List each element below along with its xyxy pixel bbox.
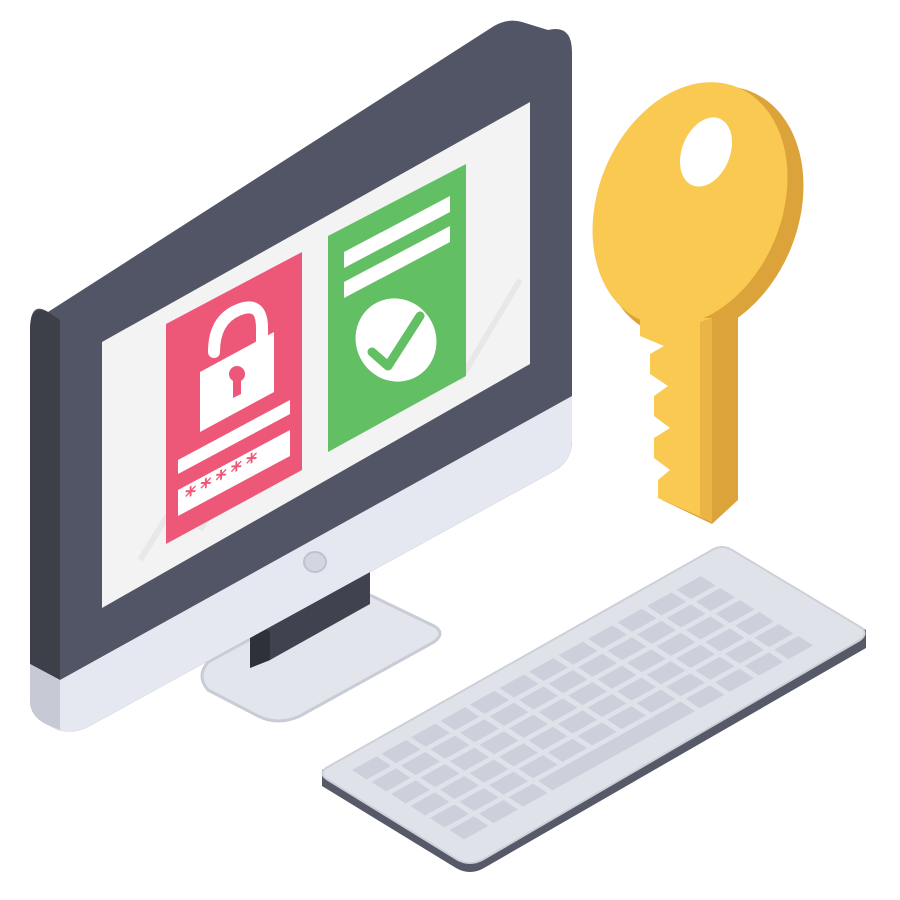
keyboard-key xyxy=(449,816,489,840)
keyboard-keys xyxy=(352,576,813,840)
keyboard-key xyxy=(774,636,813,660)
keyboard-key xyxy=(381,740,421,764)
password-underline xyxy=(178,400,290,474)
keyboard-key xyxy=(352,756,391,780)
keyboard-key xyxy=(450,747,489,771)
key-icon xyxy=(592,82,804,524)
keyboard-key xyxy=(744,652,784,676)
keyboard-key xyxy=(548,670,588,694)
keyboard-key xyxy=(499,743,538,767)
keyboard-key xyxy=(518,755,558,779)
keyboard-key xyxy=(695,656,735,680)
keyboard-key xyxy=(558,710,597,734)
keyboard-key xyxy=(686,616,725,640)
keyboard-key xyxy=(627,649,666,673)
monitor-power-button xyxy=(303,551,327,573)
keyboard-key xyxy=(410,792,450,816)
keyboard-key xyxy=(459,788,499,812)
keyboard-key xyxy=(440,776,479,800)
keyboard-key xyxy=(666,604,706,628)
keyboard-key xyxy=(735,612,774,636)
keyboard-key xyxy=(371,768,411,792)
keyboard-key xyxy=(715,668,754,692)
keyboard-key xyxy=(607,706,646,730)
keyboard-key xyxy=(587,694,627,718)
keyboard-key xyxy=(696,588,735,612)
keyboard-key xyxy=(470,690,509,714)
keyboard-key xyxy=(725,640,764,664)
keyboard-key xyxy=(637,620,676,644)
keyboard-key xyxy=(754,624,794,648)
keyboard-key xyxy=(479,800,518,824)
keyboard-key xyxy=(646,661,686,685)
keyboard-key xyxy=(509,714,548,738)
keyboard-key xyxy=(519,686,558,710)
keyboard-key xyxy=(499,674,539,698)
keyboard-key xyxy=(401,752,440,776)
keyboard-key xyxy=(617,677,656,701)
success-panel xyxy=(328,164,466,452)
keyboard-key xyxy=(538,698,578,722)
key-hole xyxy=(679,117,733,187)
keyboard-key xyxy=(647,592,686,616)
checkmark-icon xyxy=(355,298,437,382)
keyboard-key xyxy=(469,759,509,783)
keyboard-key xyxy=(676,644,715,668)
keyboard-key xyxy=(391,780,430,804)
keyboard-key xyxy=(440,707,480,731)
keyboard-key xyxy=(489,771,528,795)
keyboard-key xyxy=(479,731,519,755)
keyboard-key xyxy=(715,600,755,624)
keyboard-key xyxy=(568,682,607,706)
keyboard xyxy=(321,546,866,872)
keyboard-key xyxy=(508,783,548,807)
keyboard-key xyxy=(577,722,617,746)
key-bow xyxy=(592,82,788,326)
keyboard-key xyxy=(529,658,568,682)
success-line-2 xyxy=(344,226,450,298)
padlock-icon xyxy=(200,301,274,432)
keyboard-key xyxy=(528,726,568,750)
keyboard-key xyxy=(548,738,587,762)
keyboard-key xyxy=(705,628,745,652)
keyboard-key xyxy=(411,723,450,747)
keyboard-key xyxy=(430,804,469,828)
keyboard-key xyxy=(666,673,705,697)
success-line-1 xyxy=(344,196,450,268)
keyboard-key xyxy=(558,641,598,665)
keyboard-key xyxy=(578,653,617,677)
keyboard-key xyxy=(597,665,637,689)
computer-monitor: ***** xyxy=(30,20,572,732)
keyboard-key xyxy=(656,632,696,656)
key-blade xyxy=(640,318,712,522)
keyboard-key xyxy=(588,625,627,649)
keyboard-key xyxy=(685,685,725,709)
keyboard-key xyxy=(676,576,716,600)
keyboard-key xyxy=(460,719,499,743)
keyboard-key xyxy=(636,689,676,713)
keyboard-key xyxy=(607,637,647,661)
lock-panel: ***** xyxy=(166,252,302,544)
keyboard-key xyxy=(617,608,657,632)
monitor-chin xyxy=(30,396,572,732)
keyboard-key xyxy=(489,702,529,726)
keyboard-spacebar xyxy=(538,701,695,791)
keyboard-key xyxy=(430,735,470,759)
keyboard-key xyxy=(420,764,460,788)
